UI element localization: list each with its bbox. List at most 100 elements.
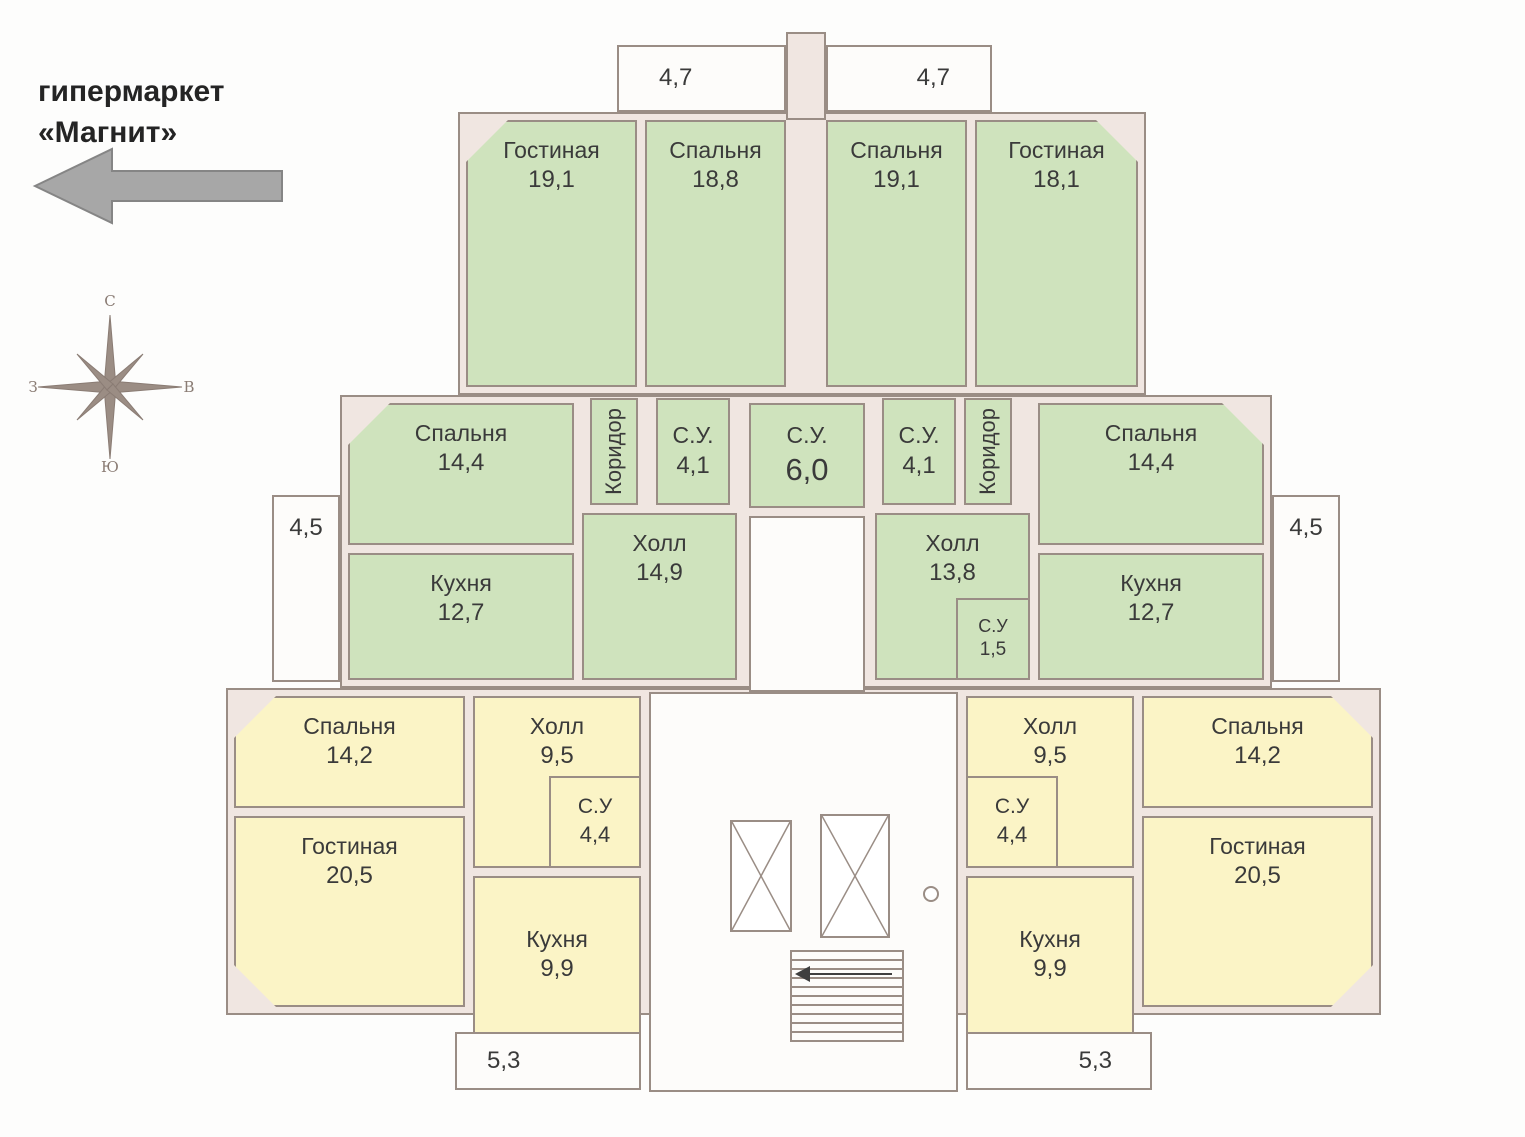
room-corridor: Коридор	[964, 398, 1012, 505]
room-area-label: 14,4	[437, 449, 485, 477]
compass-rose-icon: С В Ю З	[28, 292, 194, 476]
room-area-label: 14,2	[1234, 742, 1281, 770]
room-name-label: С.У	[994, 795, 1030, 819]
room-living: Гостиная 20,5	[1142, 816, 1373, 1007]
room-bathroom: С.У. 4,1	[882, 398, 956, 505]
room-area-label: 9,5	[1033, 742, 1067, 770]
room-bedroom: Спальня 14,2	[1142, 696, 1373, 808]
staircase	[790, 950, 904, 1042]
compass-west-label: З	[28, 378, 37, 396]
room-kitchen: Кухня 12,7	[1038, 553, 1264, 680]
room-area-label: 12,7	[1127, 599, 1175, 627]
room-name-label: Гостиная	[1209, 833, 1306, 859]
room-name-label: Коридор	[974, 408, 1000, 495]
room-name-label: Кухня	[1120, 570, 1182, 596]
room-name-label: Кухня	[526, 925, 588, 952]
room-area-label: 4,7	[659, 64, 693, 92]
room-name-label: Спальня	[303, 713, 396, 739]
room-area-label: 14,2	[326, 742, 373, 770]
elevator-shaft-large	[820, 814, 890, 938]
room-bathroom: С.У. 4,1	[656, 398, 730, 505]
room-area-label: 4,5	[1289, 514, 1323, 541]
room-living: Гостиная 18,1	[975, 120, 1138, 387]
room-hall: Холл 14,9	[582, 513, 737, 680]
room-living: Гостиная 19,1	[466, 120, 637, 387]
room-area-label: 9,9	[1033, 955, 1067, 983]
room-name-label: Спальня	[669, 137, 762, 163]
room-kitchen: Кухня 12,7	[348, 553, 574, 680]
room-bedroom: Спальня 18,8	[645, 120, 786, 387]
room-name-label: Спальня	[1104, 420, 1198, 446]
balcony: 5,3	[455, 1032, 641, 1090]
room-area-label: 20,5	[326, 862, 373, 890]
room-name-label: Гостиная	[301, 833, 398, 859]
room-area-label: 19,1	[528, 166, 575, 194]
hypermarket-label: гипермаркет «Магнит»	[38, 72, 224, 153]
ventilation-shaft	[786, 32, 826, 120]
room-bedroom: Спальня 14,2	[234, 696, 465, 808]
compass-north-label: С	[104, 292, 115, 310]
room-area-label: 4,4	[996, 822, 1028, 848]
elevator-shaft-small	[730, 820, 792, 932]
room-area-label: 12,7	[437, 599, 485, 627]
room-name-label: Холл	[632, 530, 687, 556]
door-symbol	[923, 886, 939, 902]
room-bathroom-center: С.У. 6,0	[749, 403, 865, 508]
room-bedroom: Спальня 14,4	[348, 403, 574, 545]
room-bathroom-small: С.У 1,5	[956, 598, 1030, 680]
room-area-label: 14,9	[636, 559, 683, 587]
room-corridor: Коридор	[590, 398, 638, 505]
room-area-label: 19,1	[873, 166, 920, 194]
room-bedroom: Спальня 19,1	[826, 120, 967, 387]
stairwell-block	[649, 692, 958, 1092]
balcony: 4,5	[1272, 495, 1340, 682]
balcony: 4,7	[617, 45, 786, 112]
room-area-label: 9,5	[540, 742, 574, 770]
room-bathroom: С.У 4,4	[549, 776, 641, 868]
room-name-label: Спальня	[1211, 713, 1304, 739]
room-area-label: 5,3	[487, 1046, 521, 1074]
entrance-lobby	[749, 516, 865, 692]
room-kitchen: Кухня 9,9	[473, 876, 641, 1034]
room-area-label: 18,1	[1033, 166, 1080, 194]
room-area-label: 20,5	[1234, 862, 1281, 890]
room-name-label: Кухня	[1019, 925, 1081, 952]
room-area-label: 18,8	[692, 166, 739, 194]
room-name-label: С.У	[978, 616, 1008, 637]
room-name-label: Холл	[925, 530, 980, 556]
room-bedroom: Спальня 14,4	[1038, 403, 1264, 545]
room-name-label: Спальня	[850, 137, 943, 163]
room-name-label: Гостиная	[503, 137, 600, 163]
room-area-label: 9,9	[540, 955, 574, 983]
room-area-label: 1,5	[979, 639, 1007, 661]
room-area-label: 4,1	[902, 451, 936, 479]
room-area-label: 4,1	[676, 451, 710, 479]
room-bathroom: С.У 4,4	[966, 776, 1058, 868]
compass-east-label: В	[183, 378, 194, 396]
room-area-label: 4,4	[579, 822, 611, 848]
room-name-label: Холл	[529, 713, 585, 739]
room-name-label: Коридор	[600, 408, 626, 495]
room-area-label: 4,7	[916, 64, 950, 92]
room-area-label: 14,4	[1127, 449, 1175, 477]
room-area-label: 4,5	[289, 514, 323, 541]
balcony: 4,7	[826, 45, 992, 112]
hypermarket-label-line2: «Магнит»	[38, 115, 178, 149]
balcony: 5,3	[966, 1032, 1152, 1090]
room-name-label: С.У.	[786, 421, 828, 448]
room-name-label: Холл	[1022, 713, 1078, 739]
balcony: 4,5	[272, 495, 340, 682]
room-area-label: 13,8	[929, 559, 976, 587]
hypermarket-label-line1: гипермаркет	[38, 75, 225, 108]
direction-arrow-icon	[32, 147, 283, 225]
room-kitchen: Кухня 9,9	[966, 876, 1134, 1034]
room-name-label: Гостиная	[1008, 137, 1105, 163]
compass-south-label: Ю	[101, 458, 119, 476]
room-name-label: Кухня	[430, 570, 492, 596]
room-living: Гостиная 20,5	[234, 816, 465, 1007]
room-area-label: 5,3	[1078, 1046, 1112, 1074]
room-name-label: С.У.	[672, 422, 714, 449]
room-name-label: С.У.	[898, 422, 940, 449]
room-name-label: С.У	[577, 795, 613, 819]
